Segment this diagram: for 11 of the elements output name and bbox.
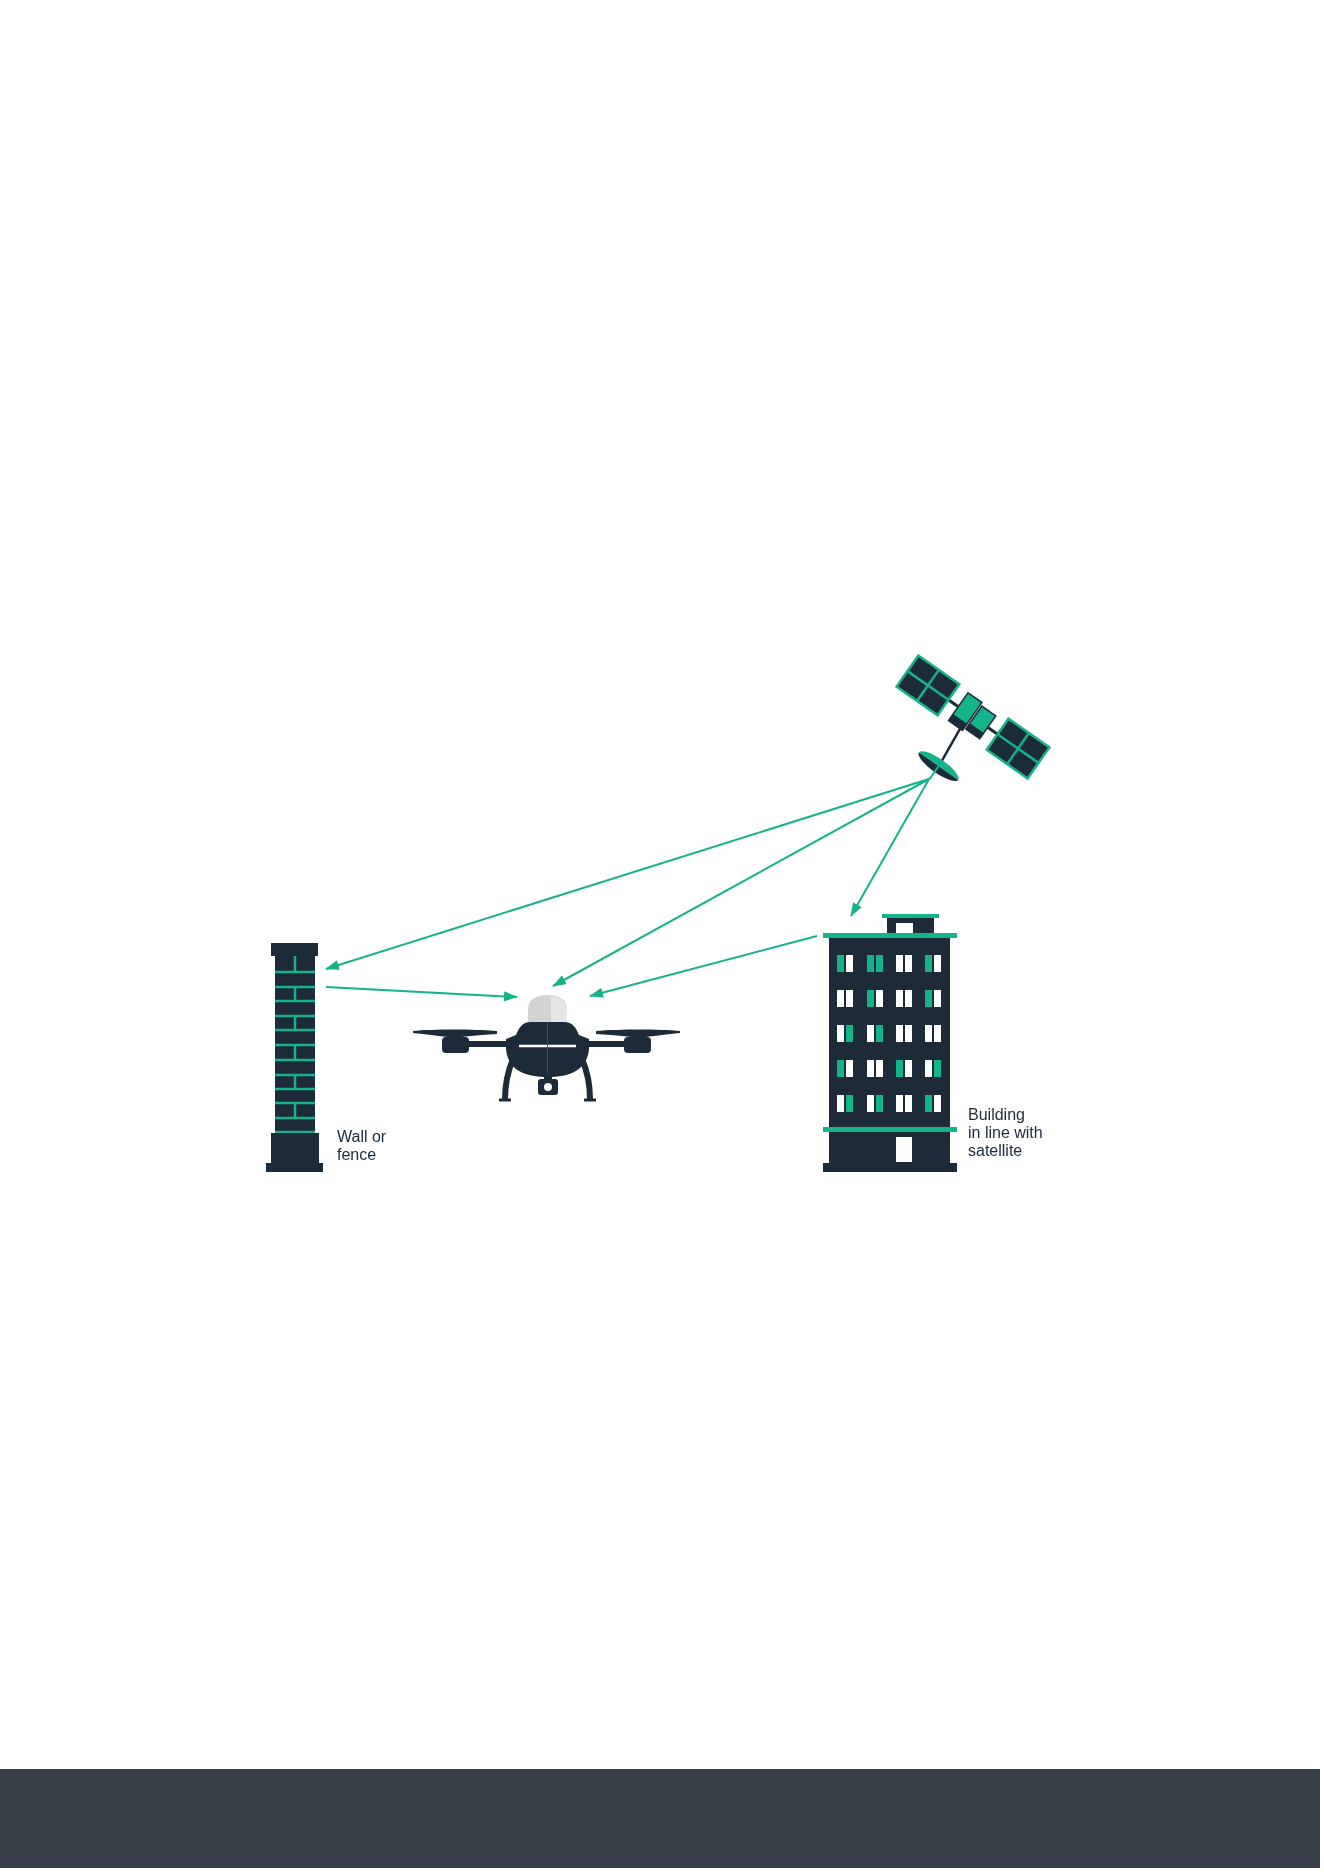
arrow <box>850 778 930 917</box>
satellite-drawing <box>893 654 1053 784</box>
arrow <box>589 935 818 998</box>
arrow <box>325 778 930 970</box>
arrow <box>552 778 930 987</box>
arrow <box>325 986 518 1002</box>
building-drawing <box>823 913 957 1172</box>
drone-drawing <box>413 993 680 1102</box>
wall-caption: Wall or fence <box>337 1128 388 1164</box>
brick-wall-drawing <box>266 943 323 1172</box>
building-caption: Building in line with satellite <box>968 1106 1044 1160</box>
